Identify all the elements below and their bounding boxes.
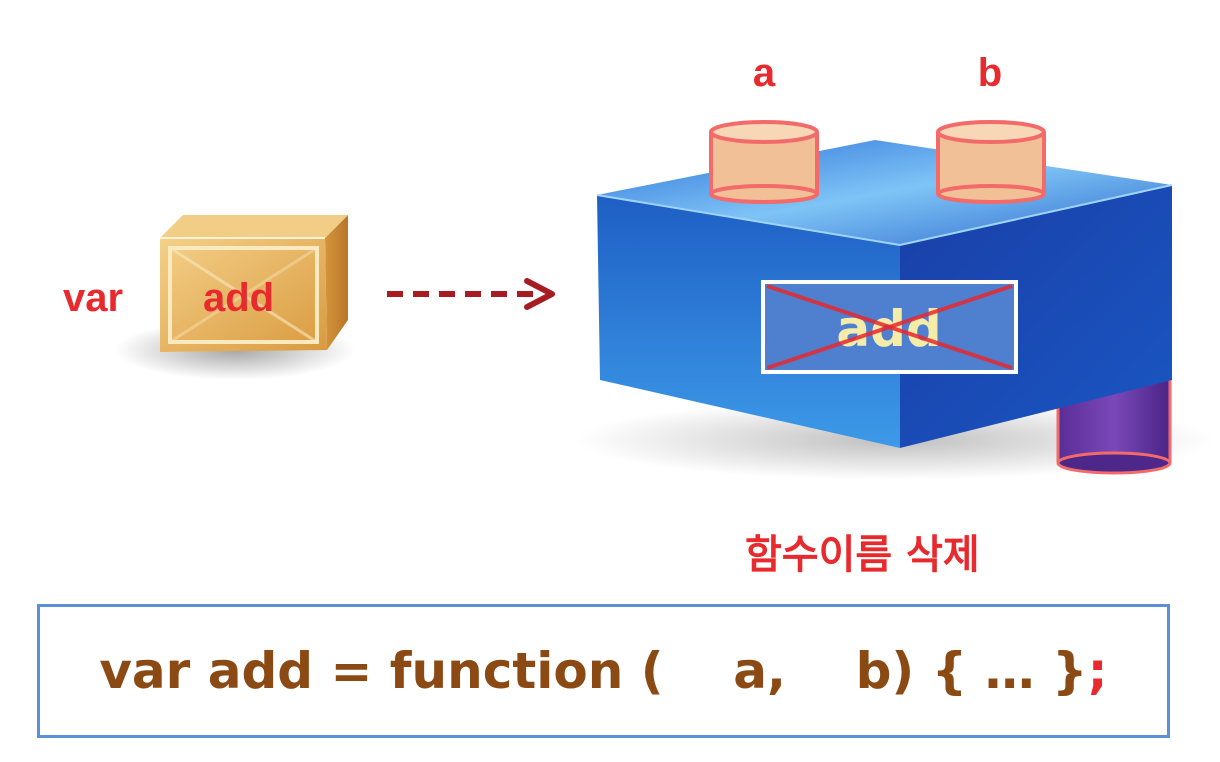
caption-remove-function-name: 함수이름 삭제 xyxy=(745,532,980,578)
crate-add-label: add xyxy=(203,276,274,320)
var-label: var xyxy=(63,276,123,320)
code-box: var add = function ( a, b) { … }; xyxy=(37,604,1170,738)
parameter-cylinder-b-icon xyxy=(936,120,1046,204)
param-b-label: b xyxy=(978,51,1002,95)
parameter-cylinder-a-icon xyxy=(709,120,819,204)
wooden-crate-icon xyxy=(115,215,355,380)
function-box-icon xyxy=(575,140,1215,480)
code-statement: var add = function ( a, b) { … } xyxy=(99,642,1088,700)
diagram-canvas: add var add a b xyxy=(63,51,1215,480)
dashed-arrow-icon xyxy=(387,278,555,310)
name-plate: add xyxy=(761,280,1018,374)
param-a-label: a xyxy=(753,51,776,95)
code-semicolon: ; xyxy=(1087,642,1108,700)
strike-cross-icon xyxy=(766,284,1013,370)
code-line: var add = function ( a, b) { … }; xyxy=(40,607,1167,735)
